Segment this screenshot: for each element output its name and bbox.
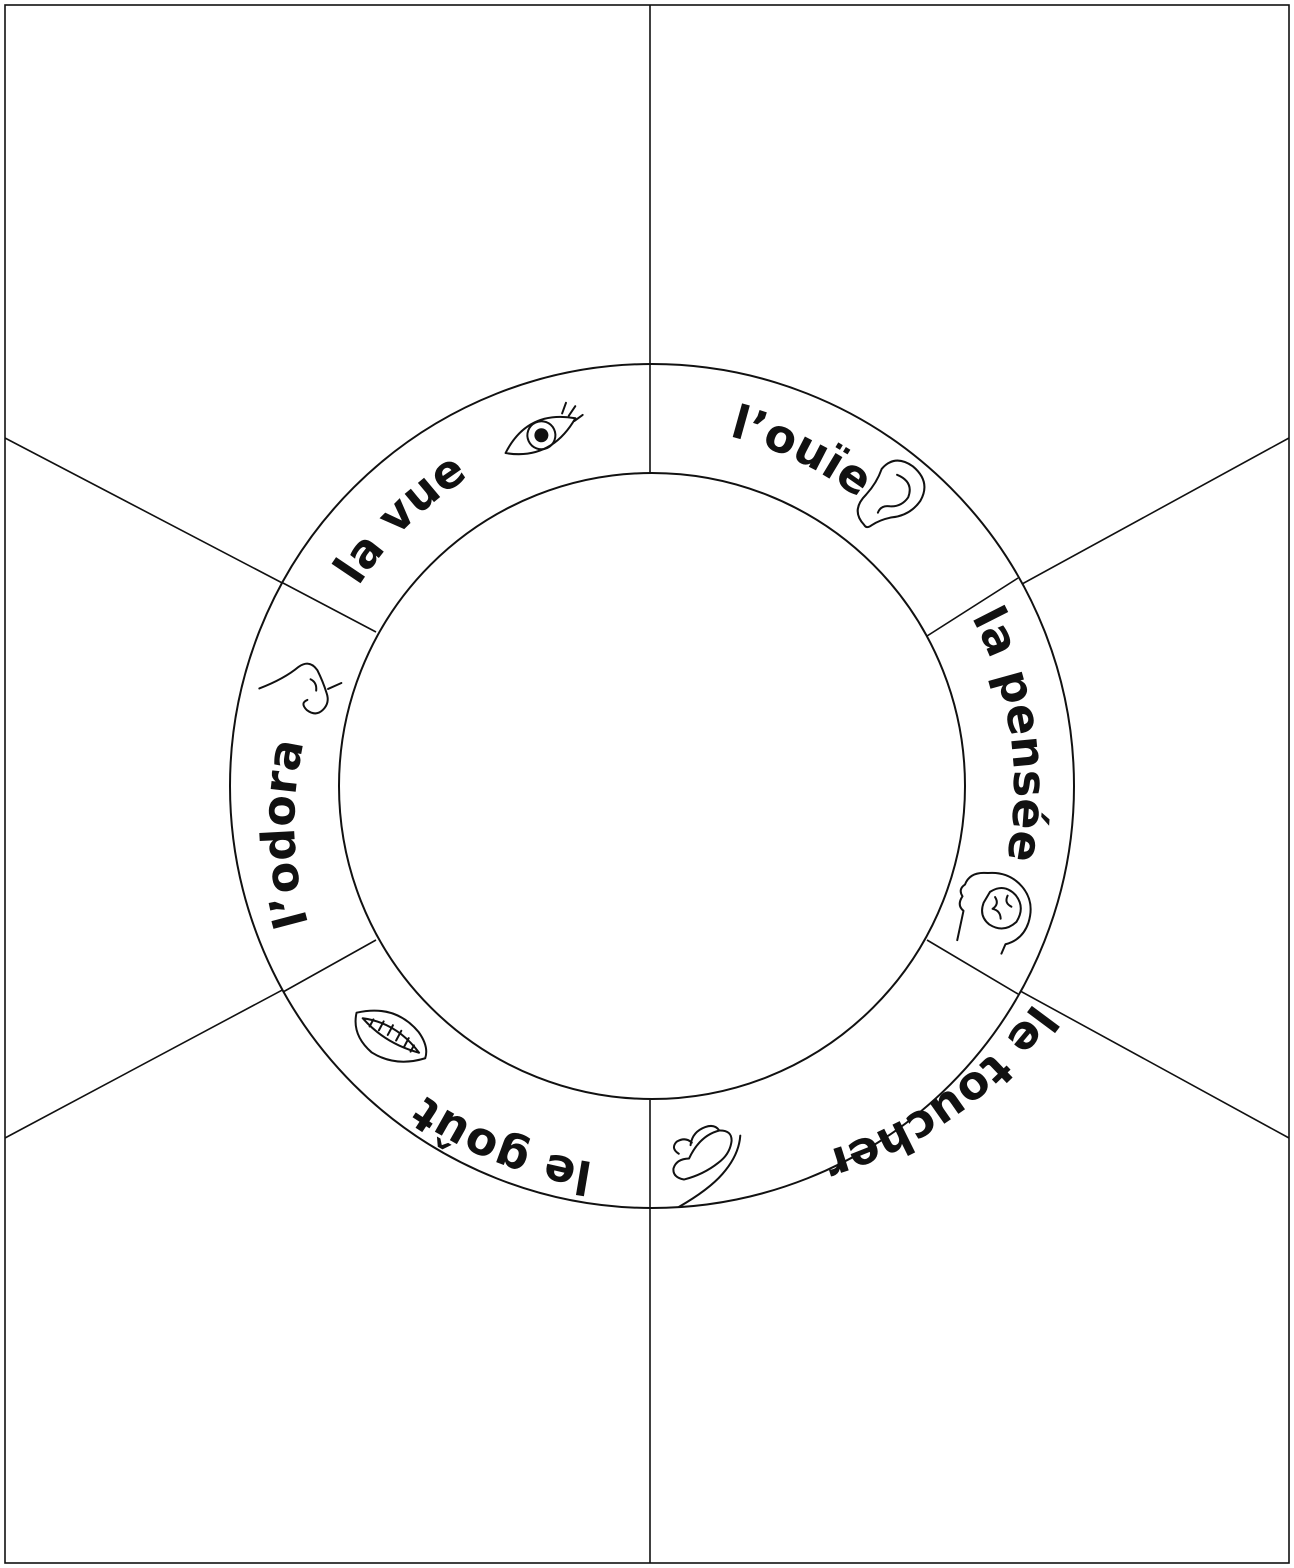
inner-circle bbox=[339, 473, 965, 1099]
